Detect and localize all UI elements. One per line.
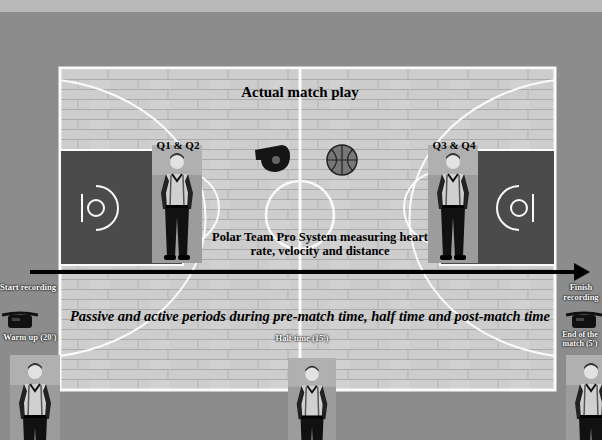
- referee-q1-q2: [152, 145, 202, 263]
- period-note: Passive and active periods during pre-ma…: [40, 308, 580, 325]
- top-band: [0, 0, 602, 12]
- referee-warm-up: [10, 355, 60, 440]
- referee-half-time: [288, 358, 336, 440]
- recorder-finish: [566, 313, 602, 328]
- court-floor: [60, 68, 555, 390]
- finish-label: Finish recording: [560, 283, 602, 303]
- end-label: End of the match (5'): [558, 330, 602, 348]
- system-label: Polar Team Pro System measuring heart ra…: [200, 230, 440, 259]
- start-label: Start recording: [0, 283, 56, 293]
- referee-end: [566, 355, 602, 440]
- whistle-icon: [255, 145, 290, 172]
- referee-q3-q4: [428, 145, 478, 263]
- timeline-arrow: [30, 263, 590, 281]
- left-basket: [82, 186, 118, 230]
- warm-up-label: Warm up (20'): [0, 333, 60, 343]
- court-boundary: [60, 68, 555, 390]
- recorder-start: [2, 313, 38, 328]
- right-basket: [497, 186, 533, 230]
- quarter-label: Q1 & Q2: [147, 139, 209, 152]
- heading-label: Actual match play: [190, 84, 410, 101]
- half-time-label: Half time (15'): [272, 334, 332, 344]
- basketball-icon: [327, 145, 357, 175]
- quarter-label: Q3 & Q4: [423, 139, 485, 152]
